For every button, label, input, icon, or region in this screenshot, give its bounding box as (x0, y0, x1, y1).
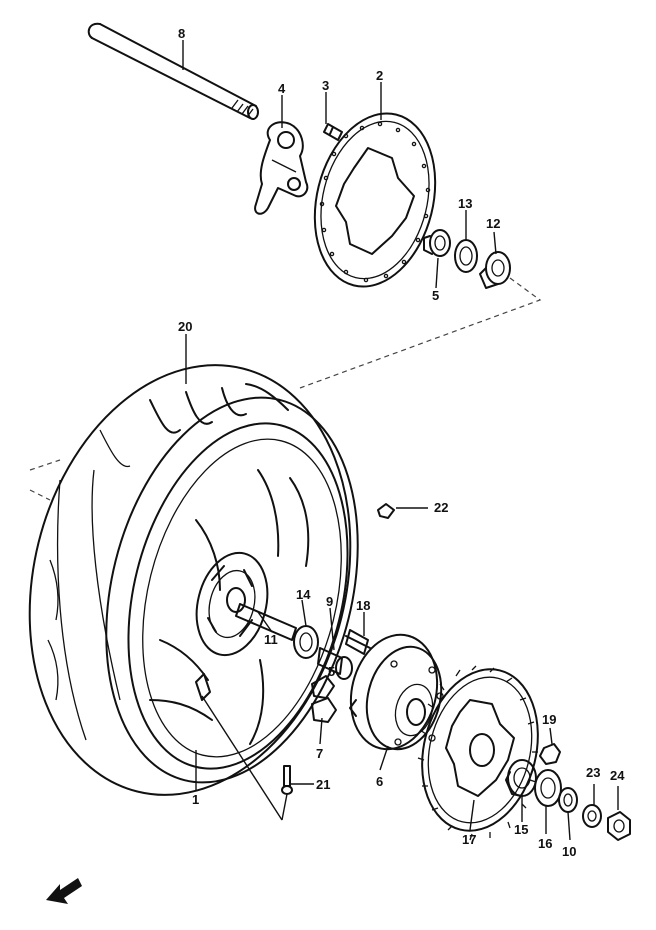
front-direction-arrow-icon (46, 878, 82, 904)
callout-10: 10 (562, 844, 576, 859)
callout-14: 14 (296, 587, 311, 602)
callout-17: 17 (462, 832, 476, 847)
axle-nut[interactable] (607, 811, 631, 841)
callout-11: 11 (264, 632, 278, 647)
callout-12: 12 (486, 216, 500, 231)
callout-20: 20 (178, 319, 192, 334)
valve-core[interactable] (281, 765, 293, 795)
stud-bolt[interactable] (345, 629, 371, 655)
callout-8: 8 (178, 26, 185, 41)
tire-valve[interactable] (195, 673, 211, 701)
callout-16: 16 (538, 836, 552, 851)
center-spacer[interactable] (235, 603, 297, 641)
disc-bolt[interactable] (323, 123, 343, 141)
caliper-bracket[interactable] (254, 121, 309, 215)
bearing-sprocket[interactable] (505, 759, 537, 797)
callout-23: 23 (586, 765, 600, 780)
rear-sprocket[interactable] (406, 657, 554, 843)
bearing-hub[interactable] (293, 625, 319, 659)
sprocket-nut[interactable] (539, 743, 561, 765)
sprocket-drum[interactable] (339, 626, 451, 759)
spacer-9[interactable] (317, 647, 353, 680)
cush-damper[interactable] (311, 675, 337, 723)
callout-labels: 8 4 3 2 13 12 5 20 22 14 9 18 11 5 7 6 1… (178, 26, 625, 859)
callout-9: 9 (326, 594, 333, 609)
oil-seal-sprocket[interactable] (534, 769, 562, 807)
callout-5-upper: 5 (432, 288, 439, 303)
oil-seal-upper[interactable] (454, 239, 478, 273)
bearing-upper[interactable] (479, 251, 511, 289)
callout-4: 4 (278, 81, 286, 96)
spacer-upper[interactable] (423, 229, 451, 257)
callout-1: 1 (192, 792, 199, 807)
rear-wheel-rim[interactable] (95, 400, 382, 792)
callout-21: 21 (316, 777, 330, 792)
callout-7: 7 (316, 746, 323, 761)
callout-18: 18 (356, 598, 370, 613)
axle-washer[interactable] (582, 804, 602, 828)
rear-tire[interactable] (0, 331, 396, 830)
rear-axle[interactable] (87, 22, 259, 120)
callout-19: 19 (542, 712, 556, 727)
callout-22: 22 (434, 500, 448, 515)
assembly-line-upper (299, 277, 542, 389)
leader-lines (182, 40, 619, 841)
callout-6: 6 (376, 774, 383, 789)
callout-15: 15 (514, 822, 528, 837)
callout-13: 13 (458, 196, 472, 211)
callout-2: 2 (376, 68, 383, 83)
callout-3: 3 (322, 78, 329, 93)
balance-weight[interactable] (377, 503, 395, 519)
callout-24: 24 (610, 768, 625, 783)
leader-valve-core (281, 793, 288, 821)
callout-5-lower: 5 (328, 664, 335, 679)
leader-valve (201, 695, 283, 821)
spacer-10[interactable] (558, 787, 578, 813)
brake-disc[interactable] (297, 101, 452, 300)
